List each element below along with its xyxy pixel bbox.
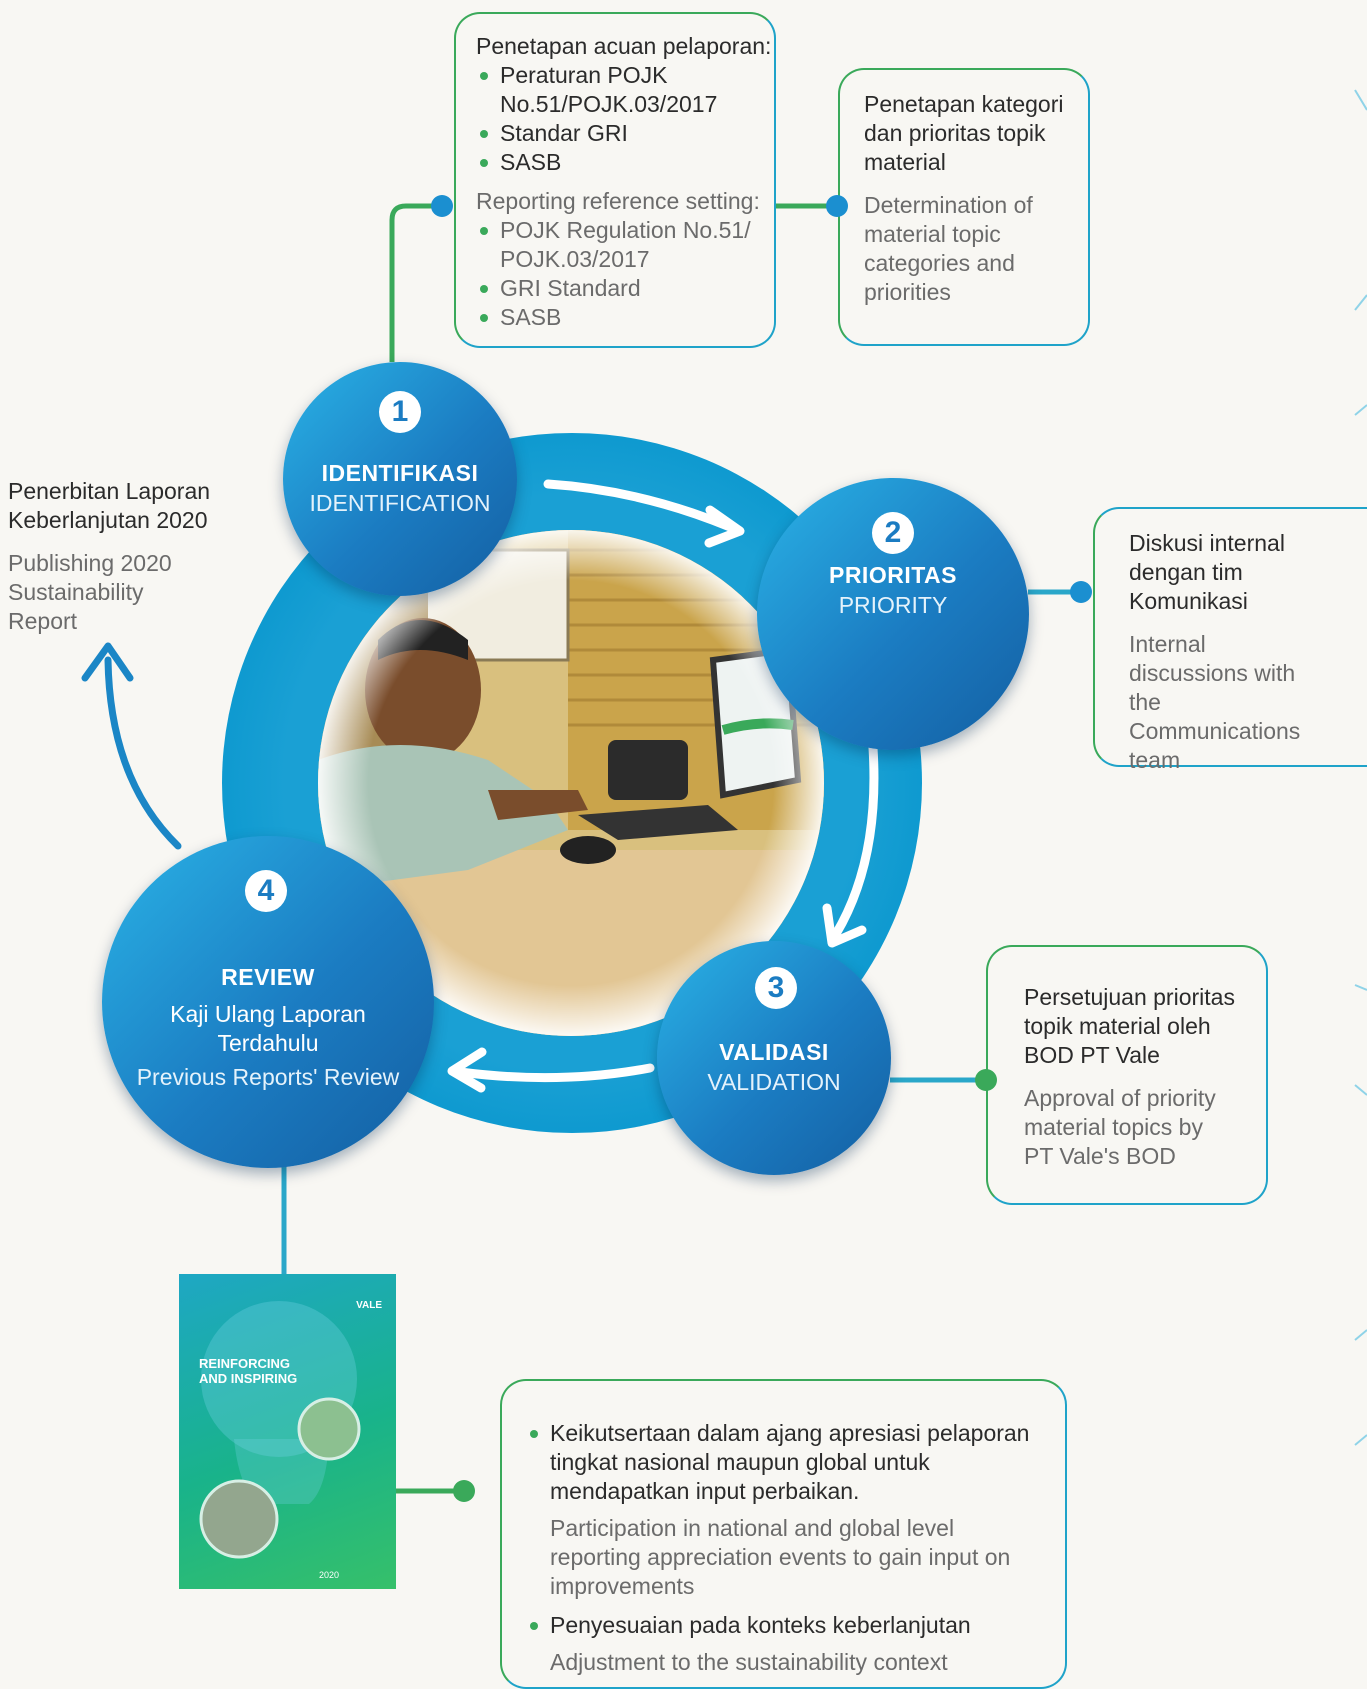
- step-review: 4 REVIEW Kaji Ulang Laporan Terdahulu Pr…: [102, 836, 434, 1168]
- step-priority: 2 PRIORITAS PRIORITY: [757, 478, 1029, 750]
- reference-list-id: Peraturan POJK No.51/POJK.03/2017 Standa…: [476, 61, 774, 177]
- list-item: SASB: [476, 303, 774, 332]
- step-title: VALIDASI: [719, 1039, 829, 1065]
- publish-note: Penerbitan Laporan Keberlanjutan 2020 Pu…: [8, 477, 218, 636]
- step-title: REVIEW: [221, 964, 315, 990]
- list-item: Standar GRI: [476, 119, 774, 148]
- step-subtitle: Previous Reports' Review: [136, 1064, 400, 1090]
- step-number: 4: [245, 870, 287, 912]
- discussion-text-id: Diskusi internal dengan tim Komunikasi: [1129, 530, 1285, 614]
- cover-title: REINFORCING AND INSPIRING: [199, 1356, 298, 1386]
- step-identification: 1 IDENTIFIKASI IDENTIFICATION: [283, 362, 517, 596]
- reference-setting-box: Penetapan acuan pelaporan: Peraturan POJ…: [454, 12, 776, 348]
- step-validation: 3 VALIDASI VALIDATION: [657, 941, 891, 1175]
- internal-discussion-box: Diskusi internal dengan tim Komunikasi I…: [1093, 507, 1367, 773]
- list-item: Peraturan POJK No.51/POJK.03/2017: [476, 61, 774, 119]
- category-text-id: Penetapan kategori dan prioritas topik m…: [864, 91, 1064, 175]
- step-number: 3: [755, 967, 797, 1009]
- connector-dot: [1070, 581, 1092, 603]
- bulb-graphic: [199, 1301, 361, 1559]
- step-number: 2: [872, 512, 914, 554]
- list-item: POJK Regulation No.51/ POJK.03/2017: [476, 216, 774, 274]
- publish-text-en: Publishing 2020 Sustainability Report: [8, 550, 172, 634]
- list-item: SASB: [476, 148, 774, 177]
- review-item-en: Participation in national and global lev…: [550, 1515, 1011, 1599]
- brand-logo: VALE: [356, 1300, 382, 1311]
- list-item: Keikutsertaan dalam ajang apresiasi pela…: [526, 1419, 1045, 1601]
- step-title: PRIORITAS: [828, 562, 958, 588]
- discussion-text-en: Internal discussions with the Communicat…: [1129, 631, 1301, 773]
- review-item-id: Penyesuaian pada konteks keberlanjutan: [550, 1612, 971, 1638]
- approval-box: Persetujuan prioritas topik material ole…: [986, 945, 1268, 1205]
- review-list: Keikutsertaan dalam ajang apresiasi pela…: [526, 1419, 1045, 1677]
- step-subtitle: VALIDATION: [707, 1069, 841, 1095]
- connector-dot: [453, 1480, 475, 1502]
- cover-year: 2020: [319, 1570, 340, 1580]
- review-item-en: Adjustment to the sustainability context: [550, 1649, 948, 1675]
- step-title: IDENTIFIKASI: [321, 460, 479, 486]
- step-subtitle-id: Kaji Ulang Laporan Terdahulu: [170, 1001, 366, 1056]
- connector-dot: [826, 195, 848, 217]
- review-actions-box: Keikutsertaan dalam ajang apresiasi pela…: [500, 1379, 1067, 1689]
- connector-dot: [431, 195, 453, 217]
- category-text-en: Determination of material topic categori…: [864, 192, 1033, 305]
- publish-text-id: Penerbitan Laporan Keberlanjutan 2020: [8, 478, 211, 533]
- reference-heading-en: Reporting reference setting:: [476, 188, 760, 214]
- category-priority-box: Penetapan kategori dan prioritas topik m…: [838, 68, 1090, 346]
- list-item: GRI Standard: [476, 274, 774, 303]
- approval-text-en: Approval of priority material topics by …: [1024, 1085, 1216, 1169]
- reference-list-en: POJK Regulation No.51/ POJK.03/2017 GRI …: [476, 216, 774, 332]
- report-cover: VALE REINFORCING AND INSPIRING 2020: [179, 1274, 396, 1589]
- list-item: Penyesuaian pada konteks keberlanjutan A…: [526, 1611, 1045, 1677]
- reference-heading-id: Penetapan acuan pelaporan:: [476, 33, 772, 59]
- step-subtitle: IDENTIFICATION: [309, 490, 491, 516]
- step-number: 1: [379, 391, 421, 433]
- review-item-id: Keikutsertaan dalam ajang apresiasi pela…: [550, 1420, 1030, 1504]
- connector-dot: [975, 1069, 997, 1091]
- approval-text-id: Persetujuan prioritas topik material ole…: [1024, 984, 1235, 1068]
- step-subtitle: PRIORITY: [838, 592, 948, 618]
